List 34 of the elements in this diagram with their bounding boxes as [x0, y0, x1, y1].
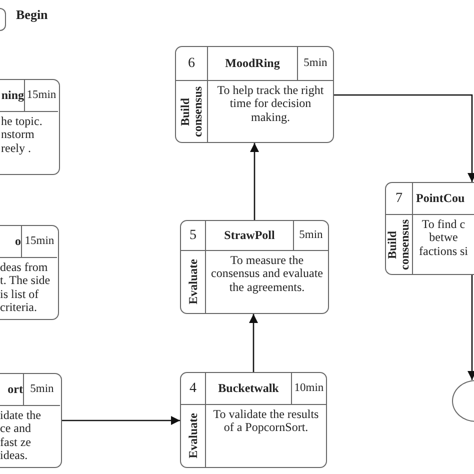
- step-title: MoodRing: [225, 56, 280, 70]
- duration: 10min: [294, 382, 324, 395]
- step-title: Bucketwalk: [218, 382, 279, 396]
- arrow: [250, 143, 260, 220]
- arrow: [248, 314, 258, 372]
- step-description: deas from t. The side is list of criteria.: [0, 261, 52, 315]
- step-number: 4: [190, 380, 196, 396]
- step-description: idate the ce and fast ze ideas.: [0, 409, 42, 463]
- category-label: Build consensus: [178, 85, 204, 139]
- category-label: Evaluate: [186, 413, 200, 459]
- step-number: 5: [190, 228, 196, 244]
- duration: 5min: [299, 229, 323, 242]
- step-description: To measure the consensus and evaluate the agreements.: [210, 254, 324, 294]
- arrow: [62, 416, 180, 426]
- step-title: ning: [1, 88, 24, 102]
- step-title: StrawPoll: [224, 228, 275, 242]
- duration: 5min: [30, 383, 54, 396]
- duration: 5min: [304, 57, 328, 70]
- step-title: ort: [8, 382, 23, 396]
- step-description: To help track the right time for decision making.: [216, 84, 325, 124]
- arrow: [334, 94, 474, 182]
- category-label: Build consensus: [386, 218, 412, 272]
- step-title: PointCou: [416, 192, 465, 206]
- step-number: 6: [188, 56, 195, 72]
- duration: 15min: [26, 89, 56, 102]
- arrow: [467, 275, 474, 380]
- step-description: To find c betwe factions si: [418, 218, 469, 258]
- step-description: To validate the results of a PopcornSort.: [212, 408, 320, 435]
- duration: 15min: [24, 235, 54, 248]
- category-label: Evaluate: [186, 259, 200, 305]
- step-description: he topic. nstorm reely .: [1, 115, 44, 156]
- terminal-label: Begin: [16, 7, 48, 23]
- step-title: o: [15, 234, 21, 248]
- step-number: 7: [396, 190, 402, 206]
